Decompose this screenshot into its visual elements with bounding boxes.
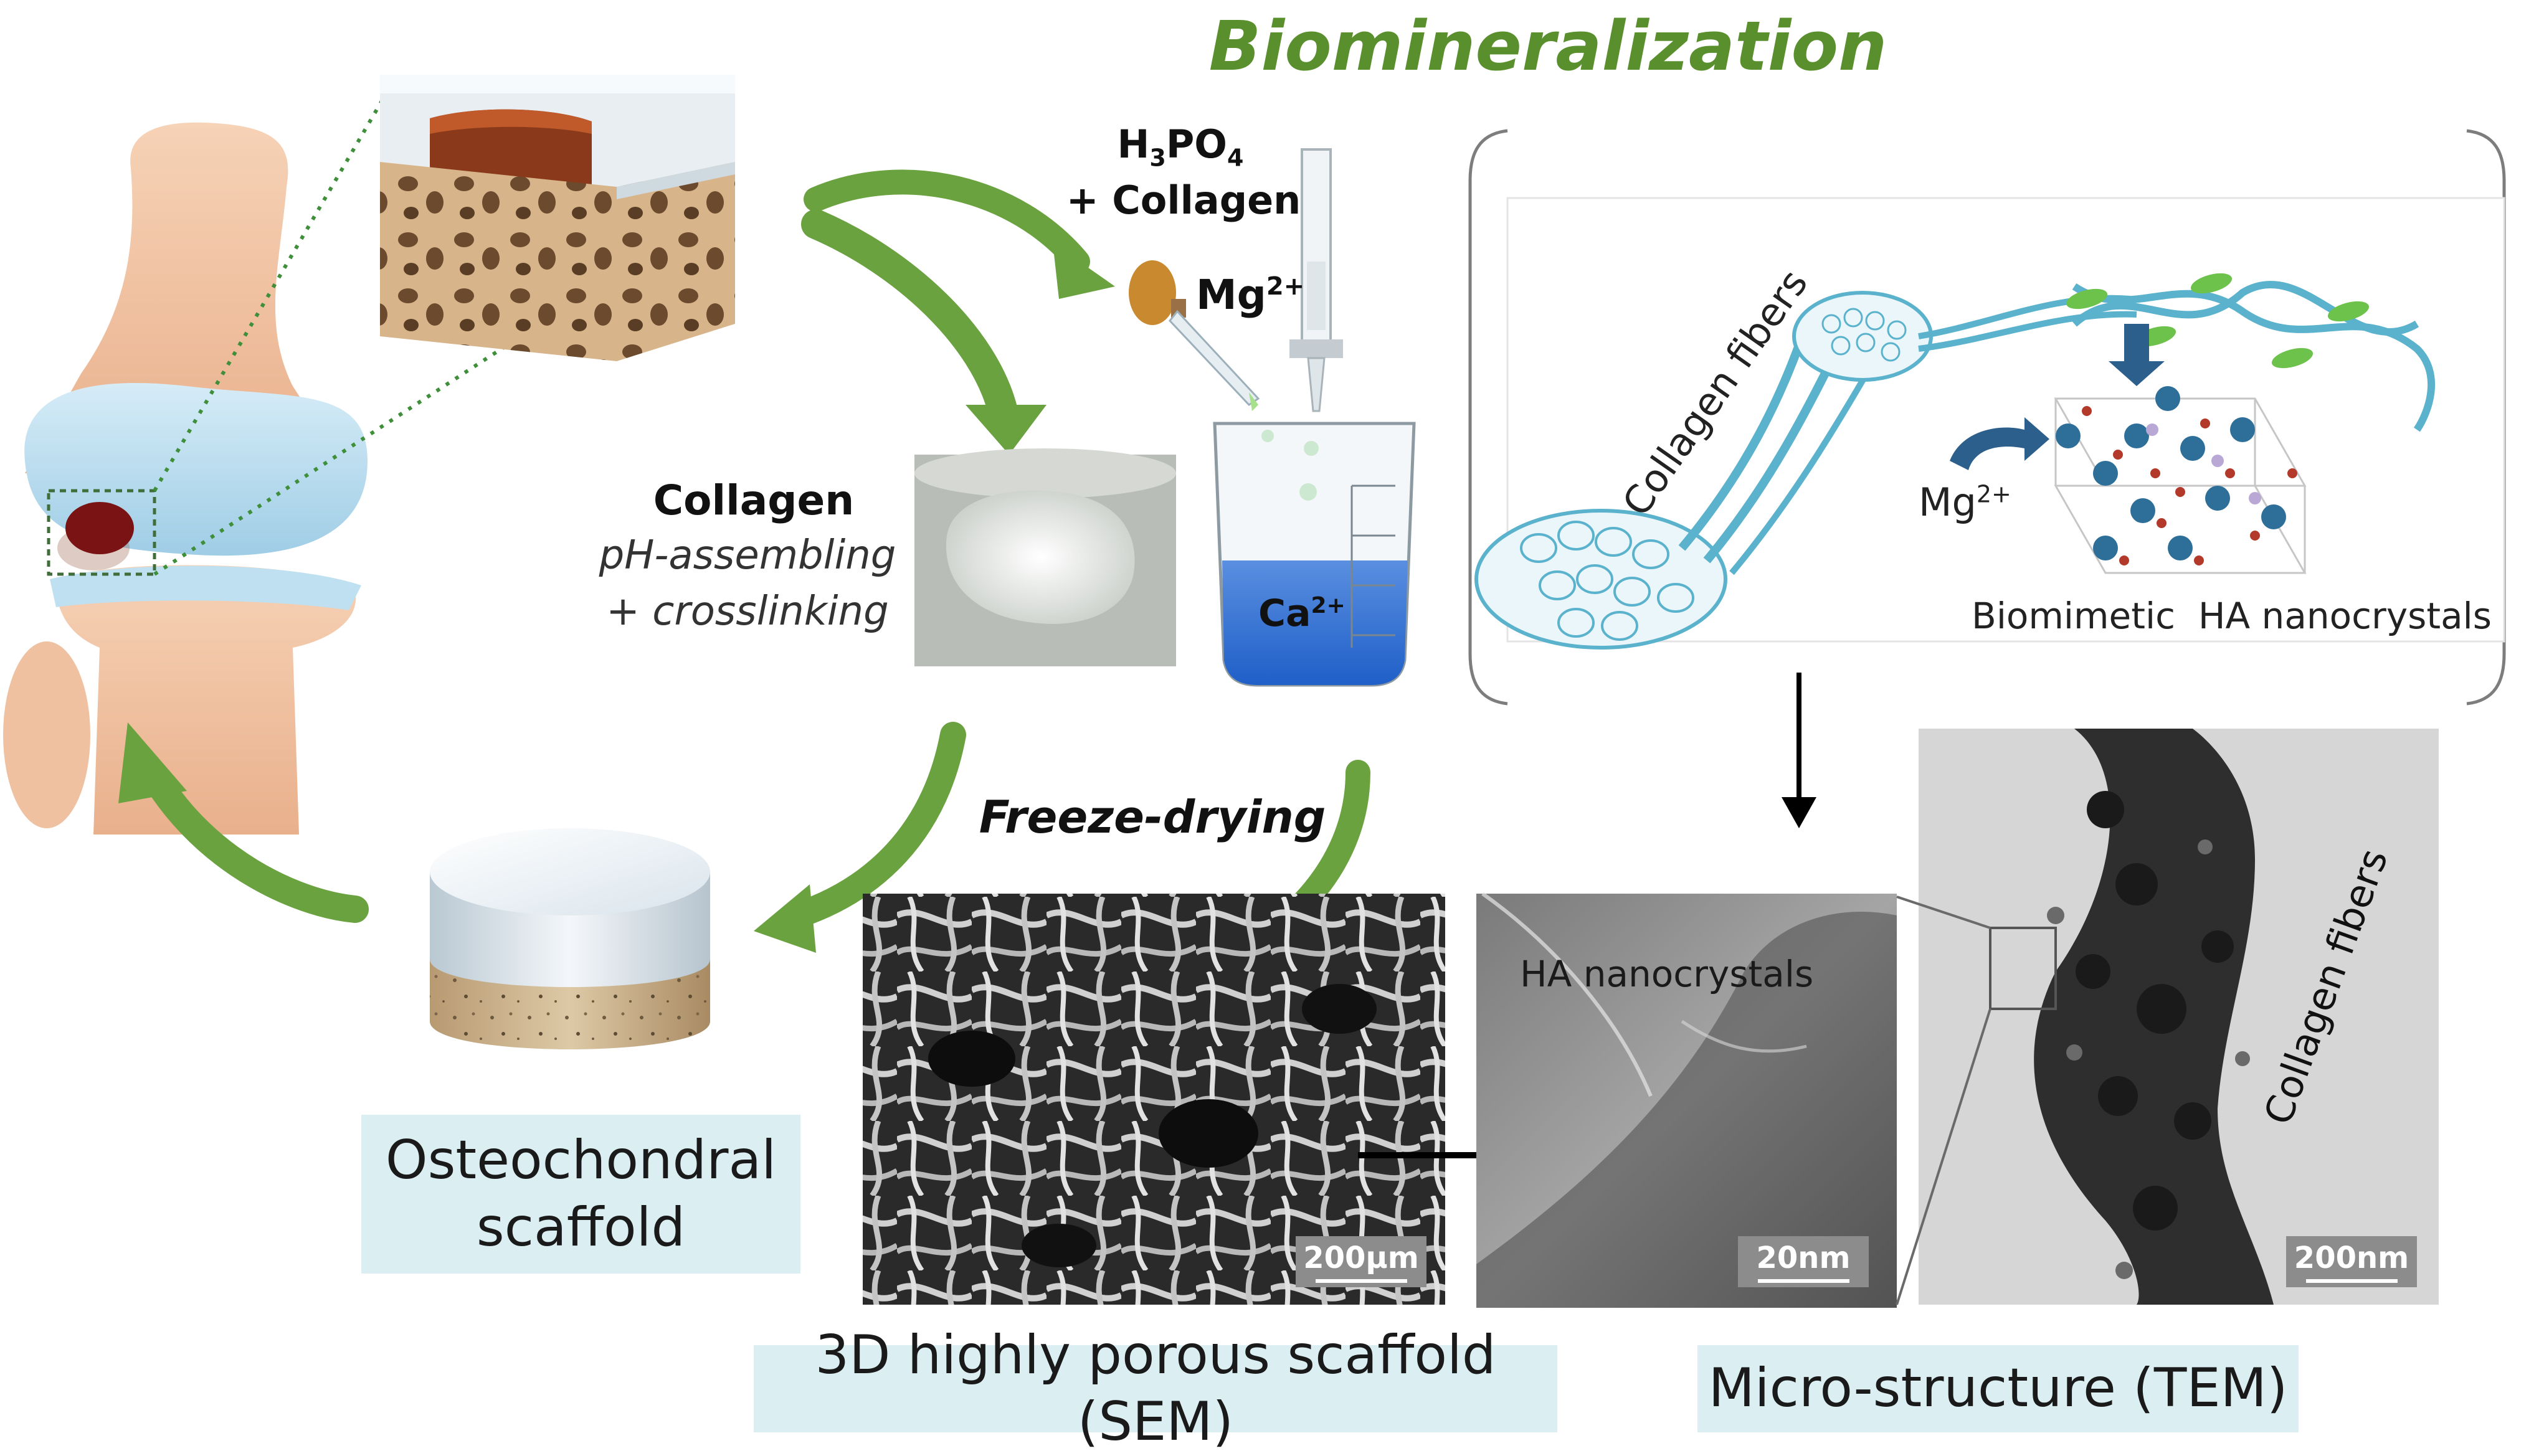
tem-caption: Micro-structure (TEM) xyxy=(1697,1345,2299,1432)
pipette-dropper xyxy=(1129,260,1260,411)
tem-lowmag-micrograph xyxy=(1919,729,2439,1305)
collagen-step-line2: + crosslinking xyxy=(606,589,889,635)
collagen-step-title: Collagen xyxy=(653,476,855,524)
sem-caption: 3D highly porous scaffold (SEM) xyxy=(754,1324,1557,1453)
collagen-gel-photo xyxy=(914,448,1176,666)
tem-lowmag-scale-text: 200nm xyxy=(2294,1241,2409,1275)
sem-scale-bar: 200µm xyxy=(1296,1236,1426,1287)
tem-lowmag-scale-bar: 200nm xyxy=(2286,1236,2417,1287)
schematic-mg-sup: 2+ xyxy=(1976,480,2011,508)
acid-sub1: 3 xyxy=(1149,144,1166,172)
arrow-to-mineralization xyxy=(804,169,1090,274)
defect-lesion xyxy=(65,502,134,554)
beaker xyxy=(1213,422,1416,687)
acid-sub2: 4 xyxy=(1227,144,1244,172)
zoom-line-top xyxy=(153,92,388,492)
arrow-to-collagen-gel xyxy=(801,209,1018,426)
reagent-collagen-label: + Collagen xyxy=(1066,177,1301,223)
arrow-gel-to-scaffold xyxy=(784,722,966,929)
ha-crystal-lattice xyxy=(2054,386,2307,574)
acid-prefix: H xyxy=(1117,121,1150,167)
tem-highres-scale-text: 20nm xyxy=(1756,1241,1851,1275)
schematic-nanocrystal-label: Biomimetic HA nanocrystals xyxy=(1972,595,2492,637)
mg-sup: 2+ xyxy=(1266,272,1305,301)
arrow-down-head xyxy=(1782,797,1816,828)
burette xyxy=(1289,148,1343,412)
sem-micrograph xyxy=(863,894,1445,1305)
collagen-step-line1: pH-assembling xyxy=(599,532,896,579)
mg-base: Mg xyxy=(1196,271,1266,319)
arrow-head-scaffold xyxy=(754,884,816,953)
osteochondral-block-illustration xyxy=(380,75,735,361)
ca-ion-label: Ca2+ xyxy=(1258,592,1346,635)
arrow-head-knee xyxy=(118,722,187,803)
zoom-line-tem-top xyxy=(1896,896,1991,929)
tem-highres-scale-bar: 20nm xyxy=(1738,1236,1869,1287)
acid-mid: PO xyxy=(1165,121,1228,167)
freeze-drying-label: Freeze-drying xyxy=(979,791,1326,843)
tem-ha-label: HA nanocrystals xyxy=(1520,953,1814,995)
tem-caption-text: Micro-structure (TEM) xyxy=(1708,1357,2288,1420)
zoom-line-tem-bottom xyxy=(1896,1008,1991,1305)
diagram-title: Biomineralization xyxy=(1208,6,1887,86)
tem-zoom-box xyxy=(1989,927,2057,1010)
collagen-fiber-schematic xyxy=(1474,281,2435,650)
ca-base: Ca xyxy=(1258,592,1311,635)
schematic-mg-base: Mg xyxy=(1919,480,1977,525)
sem-scale-text: 200µm xyxy=(1303,1241,1419,1275)
scaffold-cylinder xyxy=(430,828,710,1049)
arrow-scaffold-to-knee xyxy=(142,765,369,923)
scaffold-caption: Osteochondral scaffold xyxy=(361,1115,800,1274)
ca-sup: 2+ xyxy=(1311,593,1346,618)
defect-highlight-box xyxy=(47,489,156,576)
arrow-head-mineralization xyxy=(1053,243,1115,299)
scaffold-caption-line1: Osteochondral xyxy=(385,1129,777,1191)
knee-joint-illustration xyxy=(3,122,368,834)
sem-caption-text: 3D highly porous scaffold (SEM) xyxy=(815,1323,1496,1454)
blue-pointer-arrows xyxy=(1950,324,2165,470)
process-arrows xyxy=(142,169,1370,984)
arrow-head-collagen-gel xyxy=(966,405,1047,455)
scaffold-caption-line2: scaffold xyxy=(476,1196,686,1259)
schematic-mg-label: Mg2+ xyxy=(1919,480,2011,525)
mg-ion-label: Mg2+ xyxy=(1196,271,1304,319)
reagent-acid-label: H3PO4 xyxy=(1084,121,1277,171)
zoom-line-bottom xyxy=(153,272,618,576)
